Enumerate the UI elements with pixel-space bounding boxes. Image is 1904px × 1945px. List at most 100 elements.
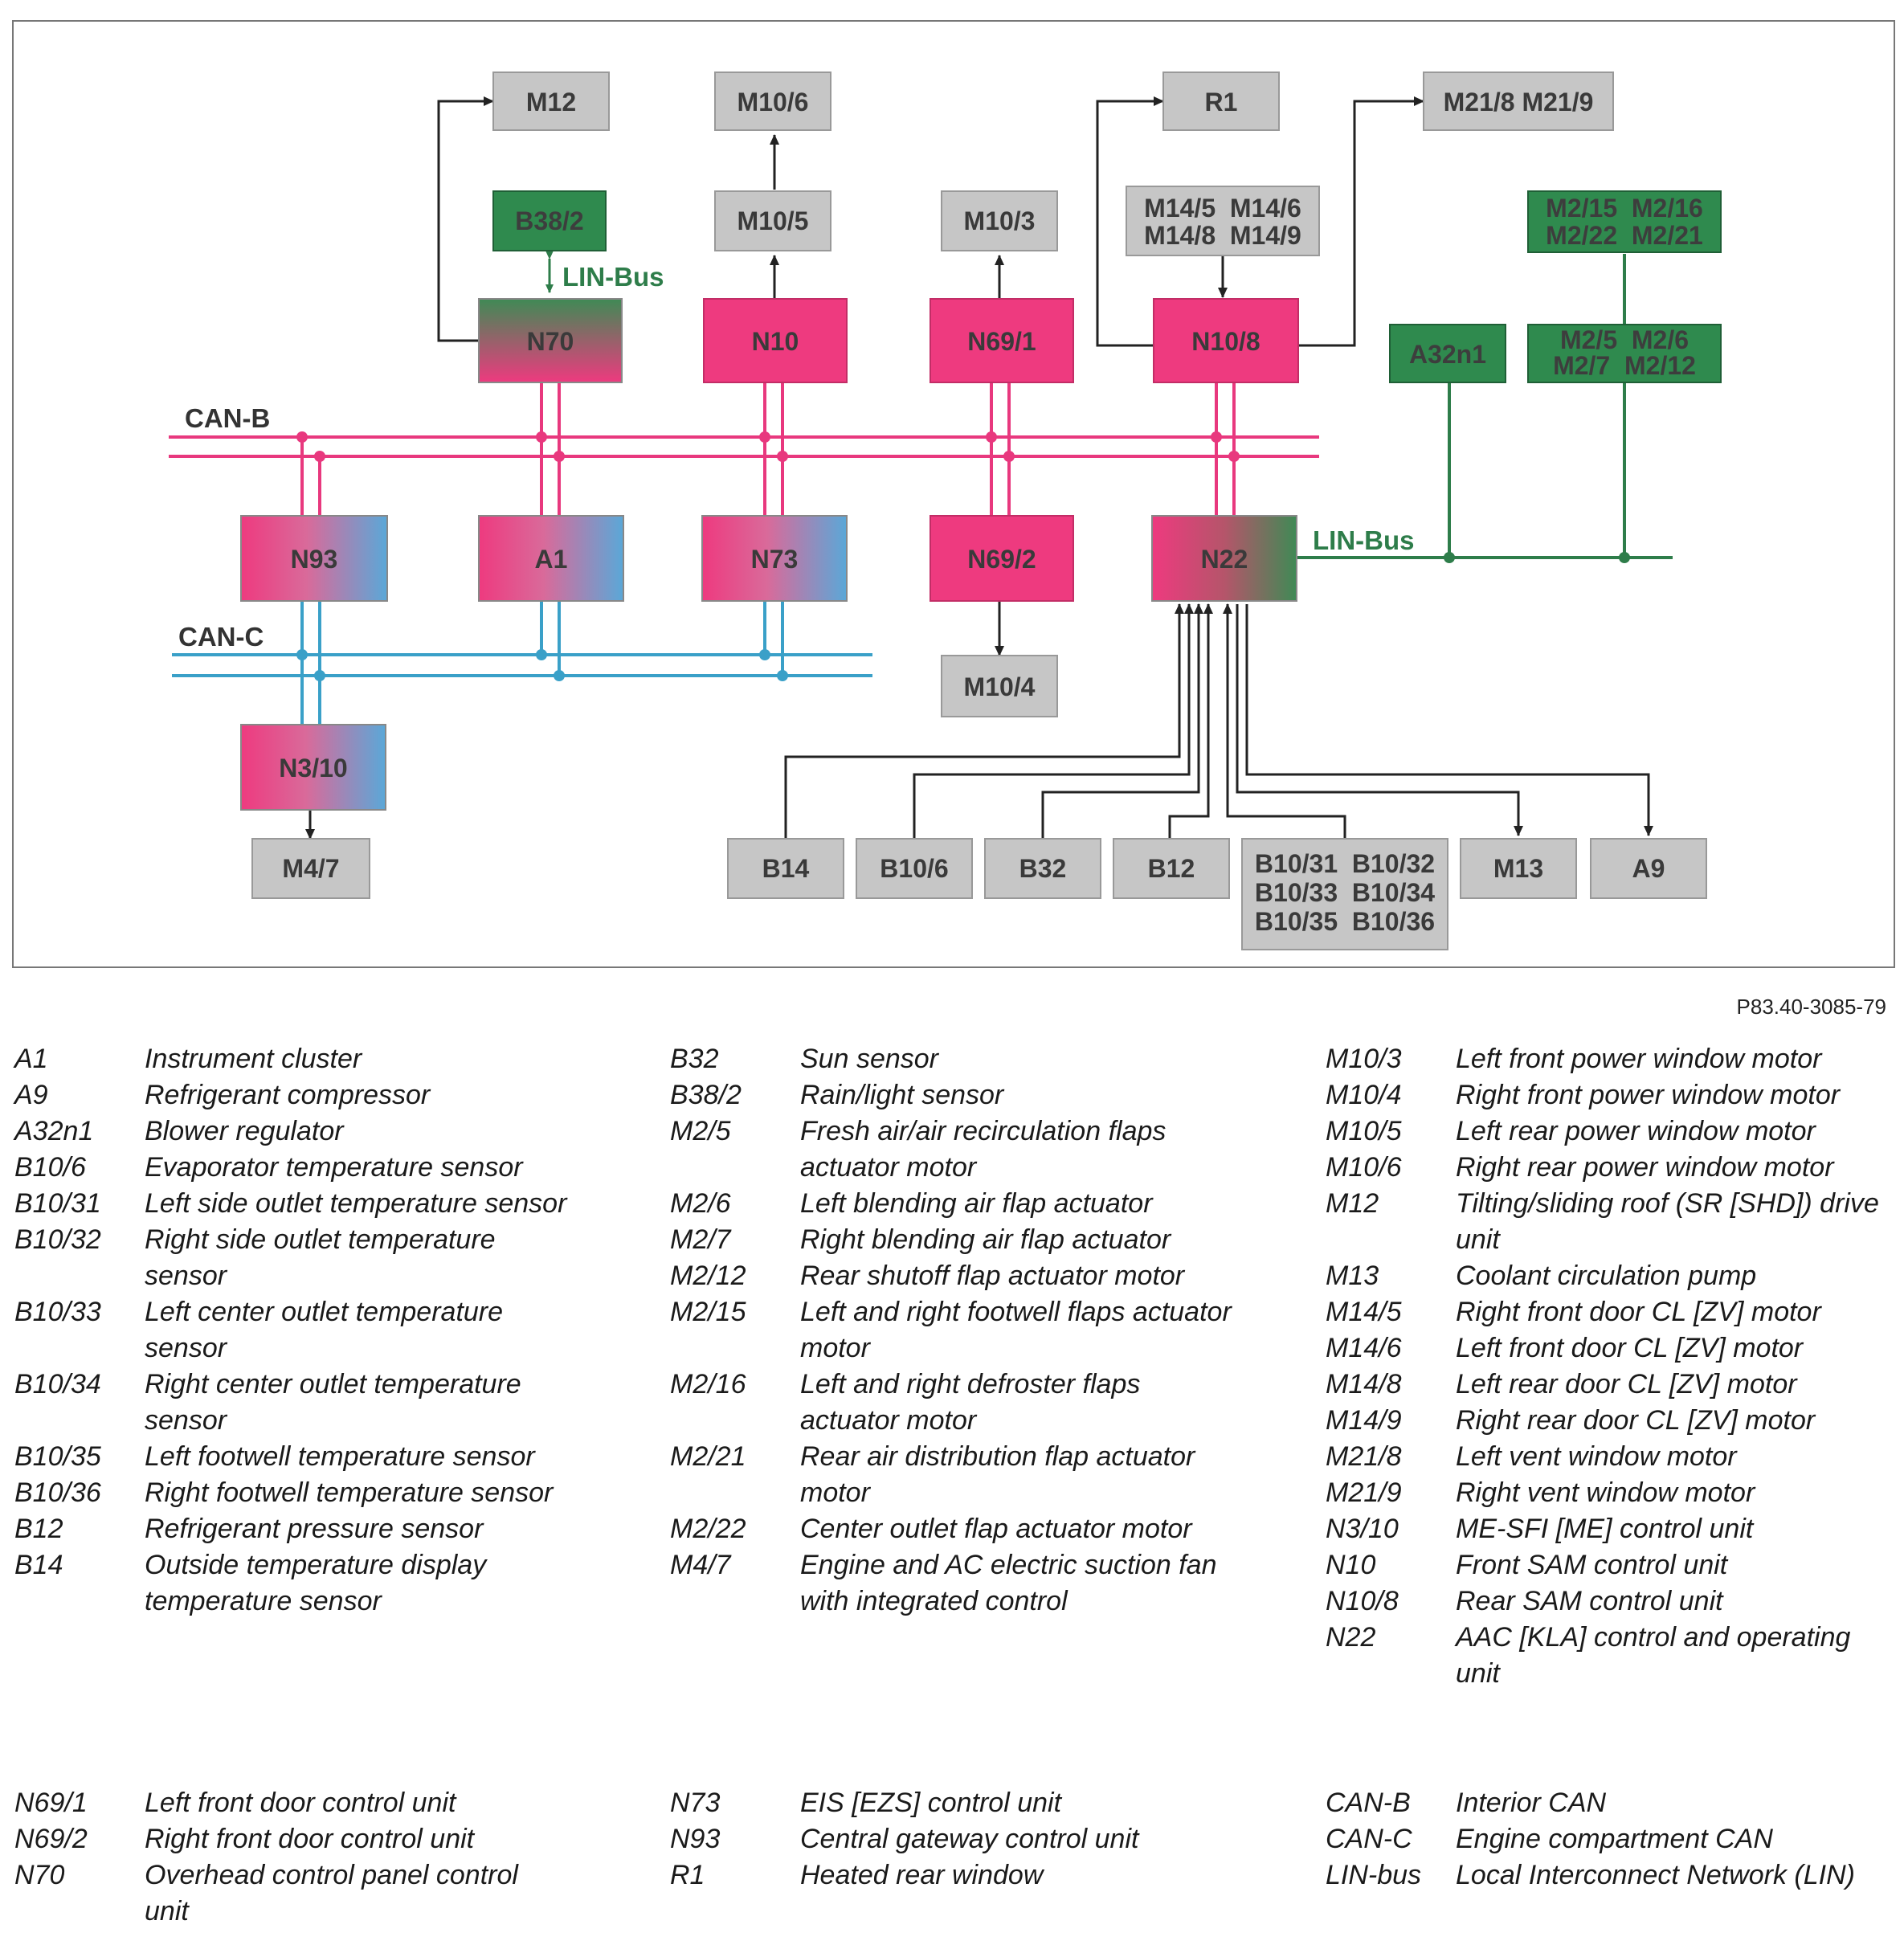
legend-description: Interior CAN (1456, 1788, 1607, 1818)
box-label: M10/3 (964, 206, 1036, 235)
box-M10-3: M10/3 (941, 190, 1058, 251)
legend-code: M2/7 (670, 1224, 731, 1255)
can-c-label: CAN-C (178, 622, 264, 652)
legend-code: N10/8 (1326, 1586, 1399, 1616)
legend-code: N3/10 (1326, 1514, 1399, 1544)
can-c-nodes (296, 649, 788, 681)
legend-code: N69/1 (14, 1788, 88, 1818)
box-label: B10/31 B10/32 (1255, 849, 1435, 878)
legend-code: B14 (14, 1550, 63, 1580)
legend-description: Left footwell temperature sensor (145, 1441, 535, 1472)
legend-code: B38/2 (670, 1080, 742, 1110)
legend-entry: CAN-B Interior CAN (1326, 1785, 1896, 1821)
legend-description: Right front power window motor (1456, 1080, 1841, 1110)
box-label: N69/2 (967, 545, 1036, 574)
box-N70: N70 (478, 298, 623, 383)
box-N73: N73 (701, 515, 848, 602)
box-M12: M12 (492, 72, 610, 131)
can-c-bus (172, 653, 872, 677)
box-label: M2/7 M2/12 (1553, 351, 1696, 380)
legend-code: M13 (1326, 1261, 1379, 1291)
box-M13: M13 (1460, 838, 1577, 899)
network-diagram: M12 M10/6 R1 M21/8 M21/9 B38/2 M10/5 M10… (12, 20, 1895, 968)
box-N69-1: N69/1 (930, 298, 1074, 383)
legend-code: M2/22 (670, 1514, 746, 1544)
figure-reference-code: P83.40-3085-79 (1736, 995, 1886, 1019)
box-label: A1 (535, 545, 568, 574)
box-M2-mid: M2/5 M2/6 M2/7 M2/12 (1527, 324, 1722, 383)
legend-description: Fresh air/air recirculation flaps actuat… (800, 1116, 1167, 1183)
lin-bus-label-top: LIN-Bus (562, 262, 664, 292)
legend-code: R1 (670, 1860, 705, 1890)
box-N69-2: N69/2 (930, 515, 1074, 602)
legend-code: N73 (670, 1788, 721, 1818)
box-label: N10/8 (1191, 327, 1260, 356)
box-N3-10: N3/10 (240, 724, 386, 811)
legend-code: M10/3 (1326, 1044, 1402, 1074)
legend-code: M4/7 (670, 1550, 731, 1580)
legend-description: Outside temperature display temperature … (145, 1550, 487, 1616)
box-label: N69/1 (967, 327, 1036, 356)
box-label: A32n1 (1409, 340, 1486, 369)
legend-description: Right rear door CL [ZV] motor (1456, 1405, 1816, 1436)
legend-description: Coolant circulation pump (1456, 1261, 1757, 1291)
legend-code: M2/16 (670, 1369, 746, 1400)
legend-code: B10/31 (14, 1188, 101, 1219)
legend-description: Left rear door CL [ZV] motor (1456, 1369, 1797, 1400)
legend-description: Right front door CL [ZV] motor (1456, 1297, 1821, 1327)
legend-description: Blower regulator (145, 1116, 344, 1146)
legend-code: N93 (670, 1824, 721, 1854)
box-label: M10/5 (737, 206, 809, 235)
legend-description: Heated rear window (800, 1860, 1044, 1890)
box-label: M12 (526, 88, 576, 116)
legend-description: Rear shutoff flap actuator motor (800, 1261, 1185, 1291)
box-label: N73 (751, 545, 799, 574)
box-label: B38/2 (515, 206, 583, 235)
box-label: A9 (1632, 854, 1665, 883)
legend-description: Left vent window motor (1456, 1441, 1737, 1472)
legend-description: Tilting/sliding roof (SR [SHD]) drive un… (1456, 1188, 1879, 1255)
box-N10-8: N10/8 (1153, 298, 1299, 383)
legend-description: Refrigerant pressure sensor (145, 1514, 484, 1544)
signal-arrows (305, 96, 1653, 840)
box-B10-6: B10/6 (856, 838, 973, 899)
legend-description: Right side outlet temperature sensor (145, 1224, 496, 1291)
legend-description: Engine compartment CAN (1456, 1824, 1773, 1854)
legend-description: Left front door CL [ZV] motor (1456, 1333, 1804, 1363)
box-M4-7: M4/7 (251, 838, 370, 899)
legend-code: M14/6 (1326, 1333, 1402, 1363)
box-label: M14/8 M14/9 (1144, 221, 1301, 250)
box-N10: N10 (703, 298, 848, 383)
legend-code: N69/2 (14, 1824, 88, 1854)
legend-code: B10/6 (14, 1152, 86, 1183)
box-B32: B32 (984, 838, 1101, 899)
box-label: B12 (1148, 854, 1195, 883)
legend-description: Sun sensor (800, 1044, 938, 1074)
legend-description: Left rear power window motor (1456, 1116, 1816, 1146)
box-label: M21/8 M21/9 (1444, 88, 1594, 116)
can-c-connections (300, 601, 784, 725)
box-label: M4/7 (282, 854, 339, 883)
legend-code: CAN-B (1326, 1788, 1411, 1818)
legend-code: A32n1 (14, 1116, 94, 1146)
